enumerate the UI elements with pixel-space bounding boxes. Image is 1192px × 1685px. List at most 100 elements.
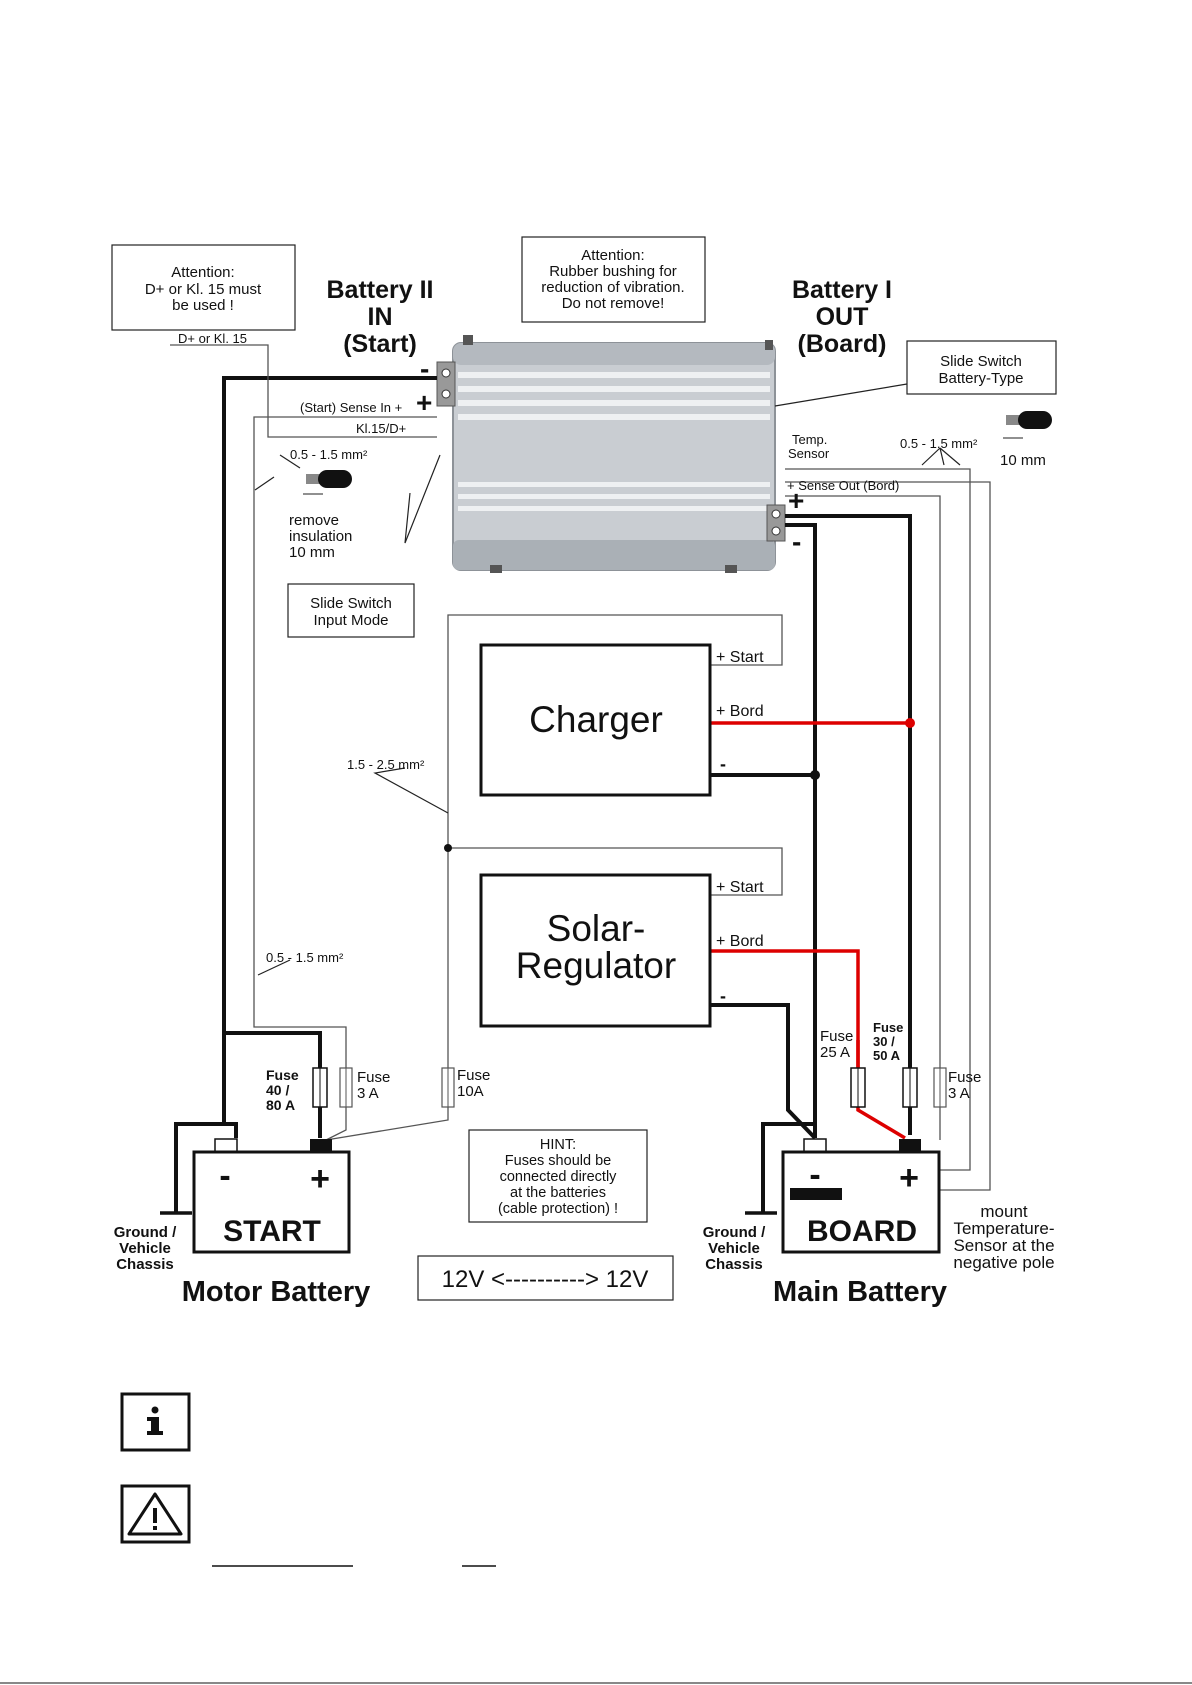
- terminal-out-minus: -: [792, 526, 801, 557]
- ground-line: Ground /: [114, 1224, 177, 1241]
- fuse-label: 3 A: [948, 1085, 970, 1102]
- fuse-label: 50 A: [873, 1048, 901, 1063]
- solar-title-line: Solar-: [547, 908, 646, 949]
- fuse-label: 40 /: [266, 1082, 289, 1098]
- heading-line: OUT: [816, 303, 869, 331]
- fuse-label: Fuse: [948, 1069, 981, 1086]
- label-strip: insulation: [289, 528, 352, 545]
- pointer-gauge-a: [279, 454, 301, 469]
- wire-board-plus: [785, 514, 912, 1135]
- wire-solar-bord: [711, 949, 906, 1140]
- pointer-gauge-c: [257, 959, 291, 976]
- note-line: D+ or Kl. 15 must: [145, 281, 262, 298]
- label-strip: 10 mm: [289, 544, 335, 561]
- battery-caption: Motor Battery: [182, 1276, 371, 1308]
- note-line: Attention:: [581, 247, 644, 264]
- charger-minus-label: -: [720, 754, 726, 774]
- mount-sensor-note: mount Temperature- Sensor at the negativ…: [953, 1202, 1054, 1272]
- heading-line: Battery I: [792, 276, 892, 304]
- fuse-label: 25 A: [820, 1044, 850, 1061]
- solar-regulator-block: Solar- Regulator + Start + Bord -: [479, 873, 764, 1028]
- wire-solar-minus: [711, 1003, 817, 1140]
- pointer-gauge-main: [373, 767, 449, 814]
- fuse-label: Fuse: [820, 1028, 853, 1045]
- battery-name: BOARD: [807, 1215, 917, 1248]
- fuse-label: Fuse: [873, 1020, 903, 1035]
- label-gauge-main: 1.5 - 2.5 mm²: [347, 757, 425, 772]
- battery-caption: Main Battery: [773, 1276, 947, 1308]
- label-kl15: Kl.15/D+: [356, 421, 406, 436]
- hint-line: (cable protection) !: [498, 1201, 618, 1217]
- voltage-text: 12V <----------> 12V: [442, 1266, 649, 1293]
- note-line: Attention:: [171, 264, 234, 281]
- wire-temp-sensor: [785, 481, 991, 1191]
- callout-line: Battery-Type: [938, 370, 1023, 387]
- fuse-label: 3 A: [357, 1085, 379, 1102]
- pointer-slide-type: [774, 383, 908, 407]
- ground-left: Ground / Vehicle Chassis: [114, 1122, 224, 1273]
- hint-line: at the batteries: [510, 1185, 606, 1201]
- hint-line: HINT:: [540, 1137, 576, 1153]
- label-strip: remove: [289, 512, 339, 529]
- fuse-40-80a: Fuse 40 / 80 A: [266, 1067, 328, 1113]
- battery-plus: +: [310, 1160, 330, 1198]
- label-sense-in: (Start) Sense In +: [300, 400, 402, 415]
- fuse-3a-left: Fuse 3 A: [339, 1067, 390, 1108]
- voltage-box: 12V <----------> 12V: [417, 1255, 674, 1301]
- pointer-gauge-b: [921, 447, 961, 466]
- stripped-wire-left: remove insulation 10 mm: [289, 470, 352, 561]
- board-battery: - + BOARD Main Battery: [773, 1138, 947, 1308]
- battery-plus: +: [899, 1159, 919, 1197]
- ground-line: Ground /: [703, 1224, 766, 1241]
- ground-line: Chassis: [705, 1256, 763, 1273]
- battery-minus: -: [219, 1157, 230, 1195]
- fuse-label: 80 A: [266, 1097, 295, 1113]
- mount-line: negative pole: [953, 1253, 1054, 1272]
- heading-battery-ii: Battery II IN (Start): [327, 276, 434, 358]
- solar-minus-label: -: [720, 986, 726, 1006]
- wire-solar-start: [448, 847, 783, 896]
- wire-sense-in: [253, 416, 437, 1070]
- pointer-slide-input: [404, 454, 441, 544]
- label-sensor: Sensor: [788, 446, 830, 461]
- callout-line: Input Mode: [313, 612, 388, 629]
- charger-title: Charger: [529, 699, 663, 740]
- wire-board-minus-device: [785, 523, 817, 1138]
- start-battery: - + START Motor Battery: [182, 1138, 371, 1308]
- ground-line: Vehicle: [708, 1240, 760, 1257]
- mount-line: Sensor at the: [953, 1236, 1054, 1255]
- charger-block: Charger + Start + Bord -: [479, 643, 764, 797]
- wire-sense-out: [785, 495, 941, 1070]
- fuse-label: Fuse: [266, 1067, 299, 1083]
- fuse-label: 10A: [457, 1083, 484, 1100]
- heading-line: IN: [368, 303, 393, 331]
- ground-line: Vehicle: [119, 1240, 171, 1257]
- hint-note: HINT: Fuses should be connected directly…: [468, 1129, 648, 1223]
- label-d-plus-kl15: D+ or Kl. 15: [178, 331, 247, 346]
- charger-bord-label: + Bord: [716, 703, 764, 720]
- junction-dot-red: [905, 718, 915, 728]
- fuse-3a-right: Fuse 3 A: [933, 1067, 981, 1108]
- heading-line: (Board): [798, 330, 887, 358]
- mount-line: Temperature-: [953, 1219, 1054, 1238]
- fuse-30-50a: Fuse 30 / 50 A: [873, 1020, 918, 1108]
- heading-line: Battery II: [327, 276, 434, 304]
- solar-start-label: + Start: [716, 879, 764, 896]
- wire-temp-sensor-2: [785, 468, 971, 1171]
- warning-icon: [120, 1484, 191, 1544]
- wire-charger-start: [447, 614, 783, 1070]
- hint-line: Fuses should be: [505, 1153, 611, 1169]
- solar-title-line: Regulator: [516, 945, 676, 986]
- ground-line: Chassis: [116, 1256, 174, 1273]
- fuse-label: Fuse: [457, 1067, 490, 1084]
- fuse-10a: Fuse 10A: [441, 1067, 490, 1108]
- note-line: reduction of vibration.: [541, 279, 684, 296]
- wire-sense-in-end: [325, 1107, 347, 1141]
- terminal-in-minus: -: [420, 353, 429, 384]
- note-line: Do not remove!: [562, 295, 665, 312]
- fuse-label: 30 /: [873, 1034, 895, 1049]
- label-gauge-c: 0.5 - 1.5 mm²: [266, 950, 344, 965]
- callout-slide-switch-battery-type: Slide Switch Battery-Type: [906, 340, 1057, 395]
- label-gauge-a: 0.5 - 1.5 mm²: [290, 447, 368, 462]
- note-line: Rubber bushing for: [549, 263, 677, 280]
